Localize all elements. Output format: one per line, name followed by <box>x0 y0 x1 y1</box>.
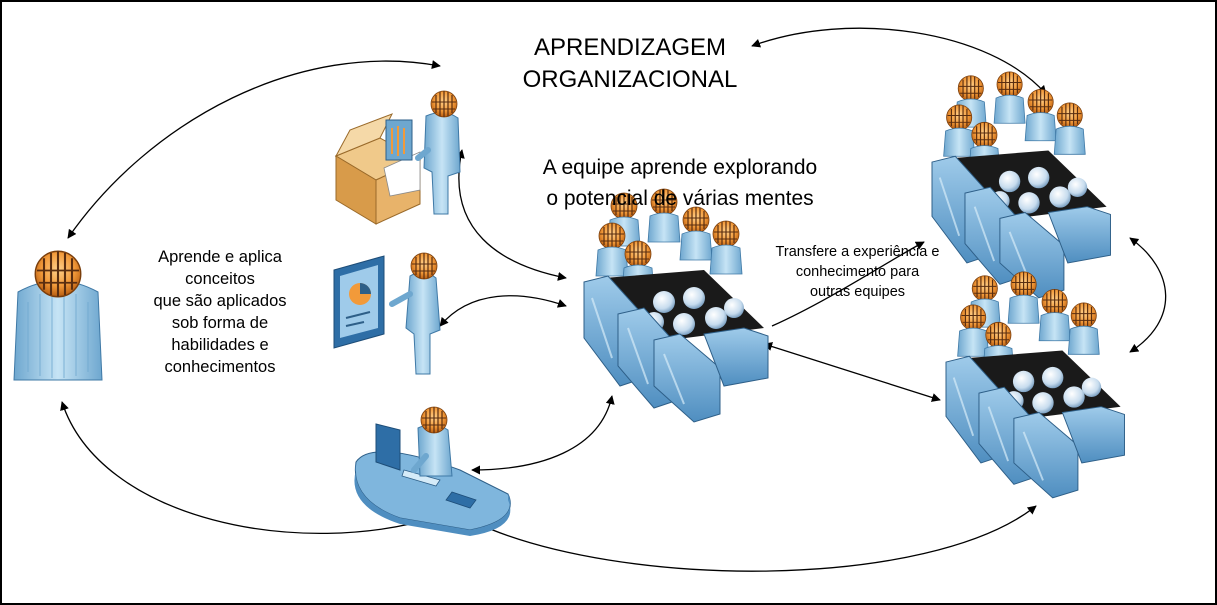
connection-arrows <box>60 27 1167 572</box>
individual-caption-line: conceitos <box>185 270 255 288</box>
transfer-caption-line: Transfere a experiência e <box>775 244 940 260</box>
transfer-caption-line: conhecimento para <box>795 264 920 280</box>
packaging-worker-icon <box>334 90 461 225</box>
individual-caption: Aprende e aplica conceitos que são aplic… <box>120 246 320 378</box>
diagram-title: APRENDIZAGEM ORGANIZACIONAL <box>470 32 790 96</box>
individual-caption-line: que são aplicados <box>153 292 287 310</box>
team-caption: A equipe aprende explorando o potencial … <box>480 152 880 214</box>
presenter-icon <box>333 252 441 375</box>
individual-caption-line: sob forma de <box>171 314 269 332</box>
individual-caption-line: Aprende e aplica <box>158 248 282 266</box>
team-caption-line: o potencial de várias mentes <box>546 187 814 210</box>
desk-worker-icon <box>354 406 511 536</box>
individual-caption-line: conhecimentos <box>164 358 276 376</box>
transfer-caption: Transfere a experiência e conhecimento p… <box>750 242 965 302</box>
title-line-2: ORGANIZACIONAL <box>522 66 738 93</box>
transfer-caption-line: outras equipes <box>809 284 906 300</box>
central-team-icon <box>584 189 768 422</box>
team-caption-line: A equipe aprende explorando <box>542 156 818 179</box>
title-line-1: APRENDIZAGEM <box>533 34 727 61</box>
individual-caption-line: habilidades e <box>171 336 269 354</box>
individual-person-icon <box>13 250 103 381</box>
team-bottom-right-icon <box>946 272 1124 498</box>
